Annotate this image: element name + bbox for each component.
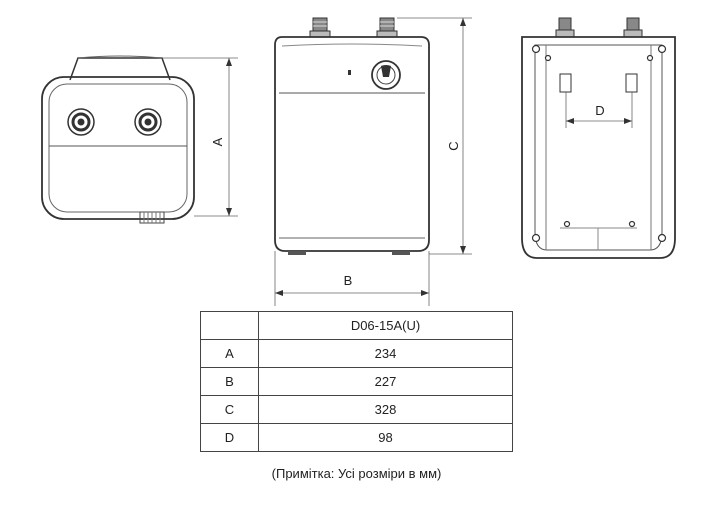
dimension-c-label: C (446, 141, 461, 150)
table-header-row: D06-15A(U) (200, 311, 513, 340)
dimension-letter: A (200, 339, 259, 368)
dimension-value: 234 (258, 339, 513, 368)
dimension-letter: B (200, 367, 259, 396)
pipe-fitting-left (67, 108, 95, 136)
dimension-value: 227 (258, 367, 513, 396)
table-row: A 234 (200, 339, 513, 368)
dimension-value: 328 (258, 395, 513, 424)
table-row: C 328 (200, 395, 513, 424)
dimension-d-label: D (595, 103, 604, 118)
units-note: (Примітка: Усі розміри в мм) (271, 466, 442, 481)
indicator-light (348, 70, 351, 75)
top-view (41, 55, 238, 224)
model-header: D06-15A(U) (258, 311, 513, 340)
dimension-letter: D (200, 423, 259, 452)
dimension-value: 98 (258, 423, 513, 452)
table-row: D 98 (200, 423, 513, 452)
thermostat-knob (371, 60, 401, 90)
mounting-screws (531, 44, 667, 243)
table-corner-cell (200, 311, 259, 340)
dimension-a-label: A (210, 137, 225, 146)
front-view (274, 17, 472, 306)
dimensions-table: D06-15A(U) A 234 B 227 C 328 D 98 (200, 311, 513, 452)
dimension-letter: C (200, 395, 259, 424)
pipe-fitting-right (134, 108, 162, 136)
table-row: B 227 (200, 367, 513, 396)
dimension-b-label: B (344, 273, 353, 288)
back-view (521, 17, 676, 259)
